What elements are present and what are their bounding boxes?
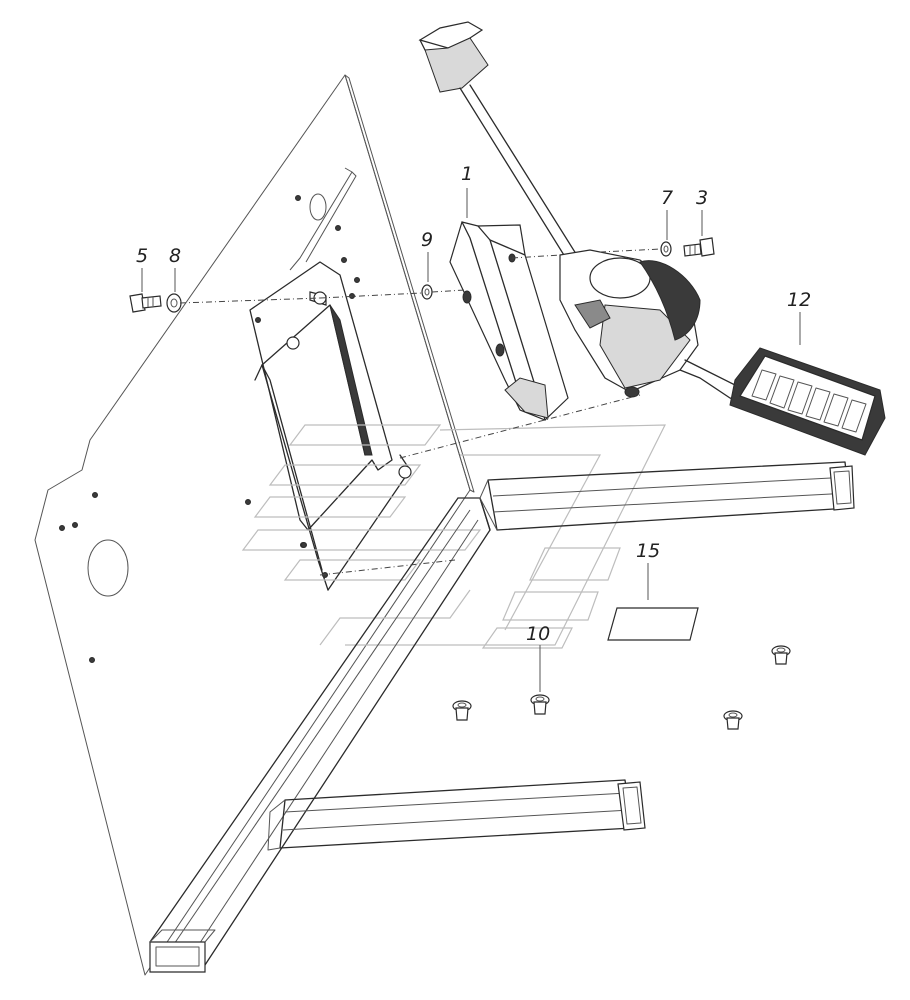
floor-panel: [34, 74, 475, 976]
pedal-foot-pad: [729, 347, 886, 456]
washer-9: [421, 284, 433, 300]
callout-5: 5: [136, 245, 148, 267]
callout-1: 1: [461, 163, 473, 185]
callout-7: 7: [661, 187, 673, 209]
bolt-3: [683, 237, 715, 257]
callout-9: 9: [421, 229, 433, 251]
background-outlines: [241, 424, 666, 649]
callout-8: 8: [169, 245, 181, 267]
pedal-bracket: [449, 221, 569, 421]
fasteners-10: [452, 645, 791, 730]
pedal-housing: [559, 249, 756, 406]
panel-bracket: [249, 167, 412, 591]
plate-15: [607, 607, 699, 641]
frame-tubes: [149, 461, 855, 973]
callout-3: 3: [696, 187, 708, 209]
bolt-5: [129, 293, 162, 313]
callout-15: 15: [636, 540, 660, 562]
callout-12: 12: [787, 289, 811, 311]
leader-lines: [141, 188, 801, 692]
assembly-axis-lines: [179, 248, 662, 576]
washer-8: [166, 293, 182, 313]
callout-10: 10: [526, 623, 550, 645]
callout-labels: 1 3 5 7 8 9 10 12 15: [136, 163, 811, 645]
washer-7: [660, 241, 672, 257]
